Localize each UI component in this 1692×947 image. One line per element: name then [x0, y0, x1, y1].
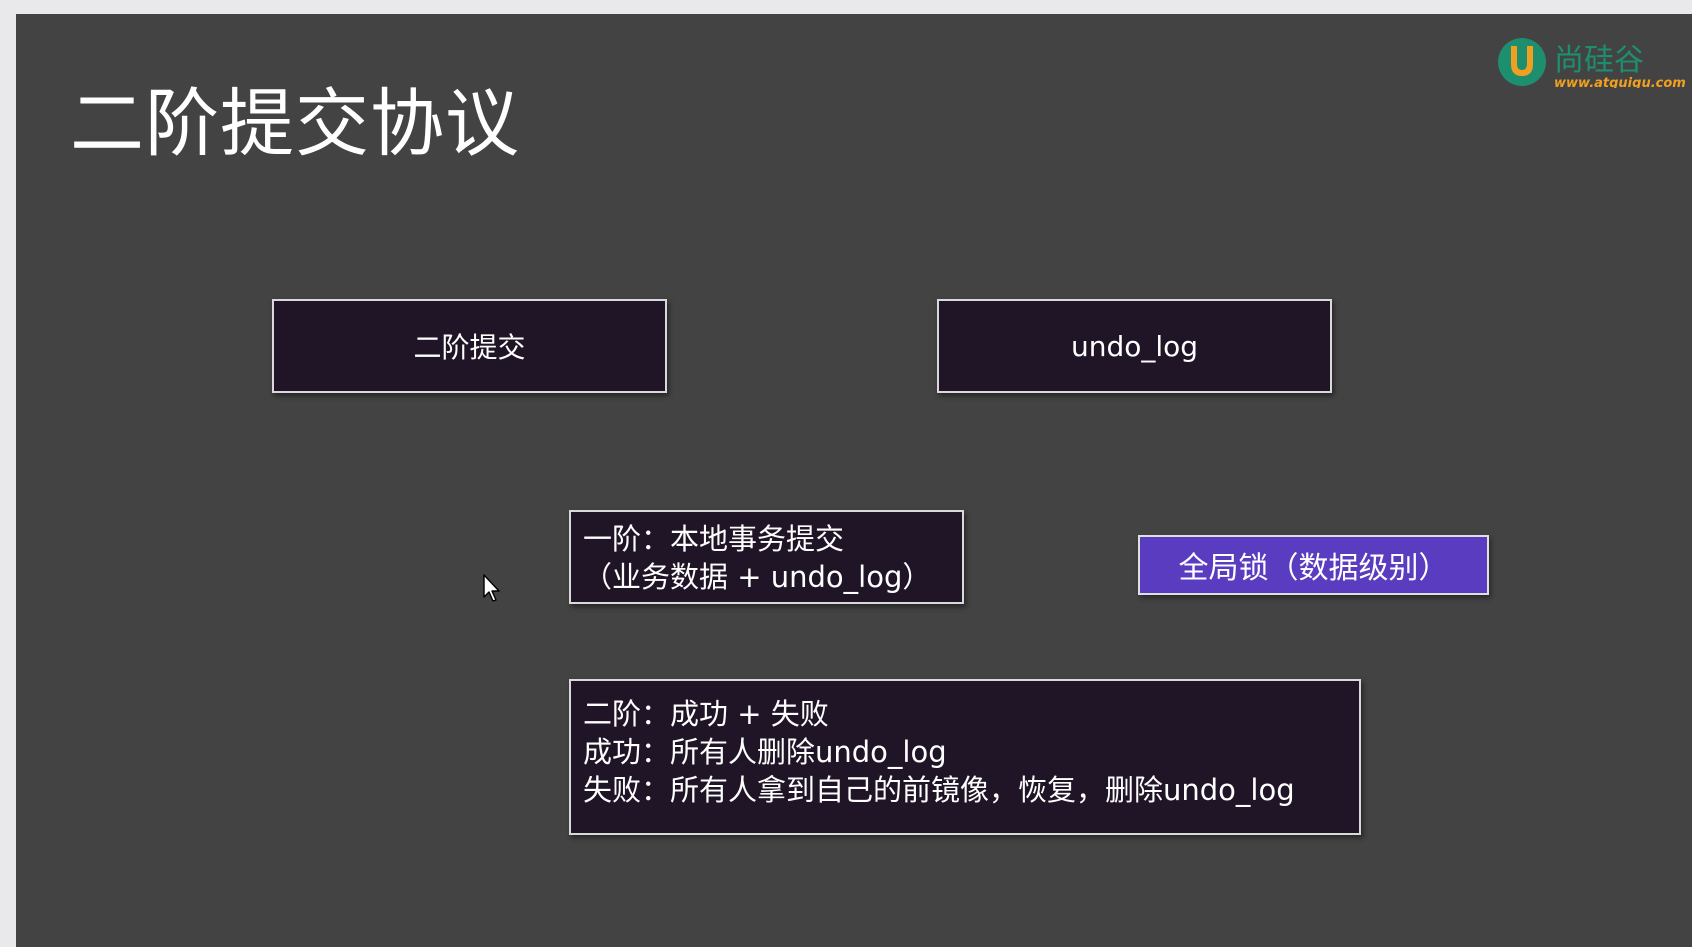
undo-log-label: undo_log — [1070, 329, 1199, 363]
atguigu-logo-icon: 尚硅谷 www.atguigu.com — [1494, 32, 1692, 91]
two-phase-commit-box: 二阶提交 — [272, 299, 667, 393]
phase-one-line-1: 一阶：本地事务提交 — [583, 522, 845, 556]
slide-canvas: 二阶提交协议 尚硅谷 www.atguigu.com 二阶提交 undo_log… — [16, 14, 1692, 947]
two-phase-commit-label: 二阶提交 — [413, 331, 526, 364]
global-lock-label: 全局锁（数据级别） — [1178, 551, 1449, 586]
slide-title: 二阶提交协议 — [70, 81, 520, 167]
phase-one-line-2: （业务数据 + undo_log） — [583, 560, 932, 594]
phase-two-line-1: 二阶：成功 + 失败 — [583, 697, 829, 731]
global-lock-box: 全局锁（数据级别） — [1138, 535, 1489, 595]
phase-two-box: 二阶：成功 + 失败 成功：所有人删除undo_log 失败：所有人拿到自己的前… — [569, 679, 1361, 835]
undo-log-box: undo_log — [937, 299, 1332, 393]
logo-url: www.atguigu.com — [1554, 76, 1686, 88]
logo-brand: 尚硅谷 — [1554, 43, 1644, 78]
phase-one-box: 一阶：本地事务提交 （业务数据 + undo_log） — [569, 510, 964, 604]
phase-two-line-3: 失败：所有人拿到自己的前镜像，恢复，删除undo_log — [583, 773, 1295, 807]
mouse-pointer-icon — [483, 574, 503, 604]
phase-two-line-2: 成功：所有人删除undo_log — [583, 735, 947, 769]
